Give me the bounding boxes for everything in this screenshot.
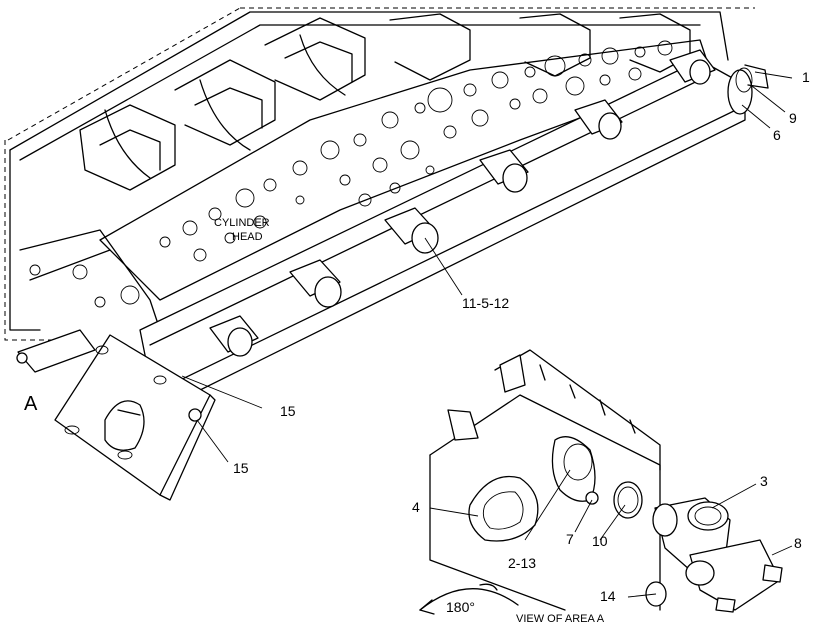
cylinder-head-label-line1: CYLINDER <box>214 217 270 229</box>
leader-lines <box>181 71 793 598</box>
view-caption: VIEW OF AREA A <box>516 613 605 625</box>
callout-7: 7 <box>566 531 574 547</box>
view-area-a: 180° VIEW OF AREA A <box>419 349 783 625</box>
callout-8: 8 <box>794 535 802 551</box>
injector-tubes <box>209 49 716 357</box>
rocker-housings <box>79 13 691 191</box>
callout-9: 9 <box>789 110 797 126</box>
fuel-manifold <box>139 49 769 396</box>
cylinder-head-assembly: CYLINDER HEAD <box>4 7 755 341</box>
callout-labels: 1 9 6 11-5-12 15 15 3 8 4 2-13 7 10 14 <box>233 69 810 604</box>
cylinder-head-label-line2: HEAD <box>232 231 263 243</box>
mounting-bracket: A <box>16 329 216 501</box>
callout-6: 6 <box>773 127 781 143</box>
callout-15b: 15 <box>233 460 249 476</box>
view-letter-a: A <box>24 393 38 415</box>
callout-3: 3 <box>760 473 768 489</box>
callout-15a: 15 <box>280 403 296 419</box>
callout-1: 1 <box>802 69 810 85</box>
callout-10: 10 <box>592 533 608 549</box>
rotation-label: 180° <box>446 599 475 615</box>
callout-14: 14 <box>600 588 616 604</box>
callout-4: 4 <box>412 499 420 515</box>
callout-2-13: 2-13 <box>508 555 536 571</box>
callout-11-5-12: 11-5-12 <box>462 295 509 311</box>
